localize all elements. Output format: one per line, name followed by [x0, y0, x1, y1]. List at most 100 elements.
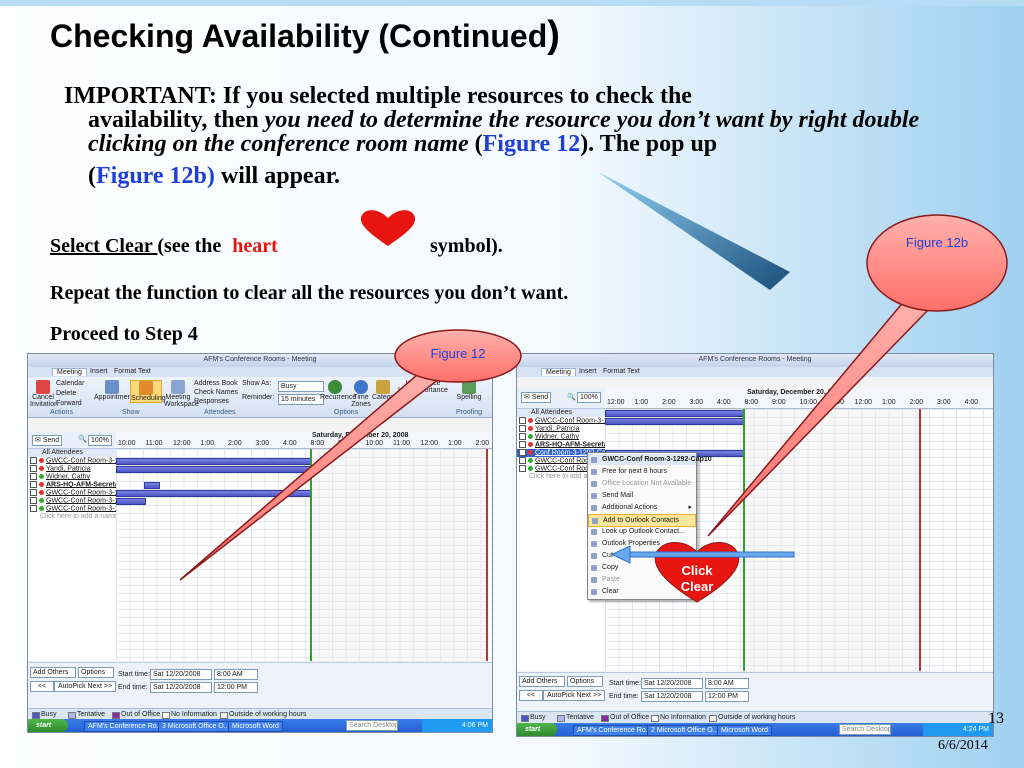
autopick-next-button[interactable]: AutoPick Next >> — [543, 690, 605, 701]
attendee-row[interactable]: Conf Room-3-1292-Cap10 — [517, 449, 618, 457]
forward-button[interactable]: Forward — [56, 400, 82, 407]
attendee-row[interactable]: Click here to add a name — [28, 513, 118, 521]
attendee-checkbox[interactable] — [519, 465, 526, 472]
attendee-row[interactable]: ARS-HQ-AFM-Secreta — [28, 481, 119, 489]
attendee-row[interactable]: Widner, Cathy — [28, 473, 90, 481]
tab-format-text[interactable]: Format Text — [603, 368, 640, 375]
attendee-checkbox[interactable] — [30, 489, 37, 496]
attendee-checkbox[interactable] — [30, 497, 37, 504]
end-date-field[interactable]: Sat 12/20/2008 — [641, 691, 703, 702]
add-others-button[interactable]: Add Others — [519, 676, 565, 687]
delete-button[interactable]: Delete — [56, 390, 77, 397]
send-button[interactable]: ✉ Send — [32, 435, 63, 446]
figure12b-link[interactable]: Figure 12b) — [96, 163, 215, 189]
attendee-checkbox[interactable] — [519, 441, 526, 448]
attendee-row[interactable]: GWCC-Conf Room-3- — [517, 457, 603, 465]
zoom-select[interactable]: 100% — [577, 392, 601, 403]
attendee-row[interactable]: GWCC-Conf Room-3-1292-Ca — [517, 417, 630, 425]
address-book-button[interactable]: Address Book — [194, 380, 238, 387]
start-button[interactable]: start — [517, 723, 557, 736]
attendee-checkbox[interactable] — [30, 505, 37, 512]
attendee-row[interactable]: Click here to add a — [517, 473, 587, 481]
meeting-workspace-button[interactable]: Meeting Workspace — [164, 380, 199, 408]
attendee-row[interactable]: Yandi, Patricia — [517, 425, 580, 433]
tab-insert[interactable]: Insert — [579, 368, 597, 375]
context-menu-item[interactable]: Clear — [588, 586, 696, 597]
recurrence-button[interactable]: Recurrence — [320, 380, 356, 401]
attendee-checkbox[interactable] — [519, 457, 526, 464]
left-window-title: AFM's Conference Rooms - Meeting — [203, 356, 317, 363]
taskbar-item[interactable]: Microsoft Word — [717, 725, 772, 736]
categorize-button[interactable]: Catego — [372, 380, 395, 401]
legend-label: Out of Office — [121, 711, 161, 718]
attendee-name: GWCC-Conf Room-3-1171-Ca — [46, 497, 141, 505]
responses-button[interactable]: Responses — [194, 398, 230, 405]
legend-label: Out of Office — [610, 714, 650, 721]
attendee-row[interactable]: All Attendees — [28, 449, 130, 457]
start-time-label: Start time: — [118, 671, 150, 678]
spelling-button[interactable]: Spelling — [454, 380, 484, 401]
context-menu-item[interactable]: Send Mail — [588, 490, 696, 501]
attendee-row[interactable]: ARS-HQ-AFM-Secreta — [517, 441, 608, 449]
zoom-select[interactable]: 100% — [88, 435, 112, 446]
options-button[interactable]: Options — [567, 676, 603, 687]
start-date-field[interactable]: Sat 12/20/2008 — [150, 669, 212, 680]
options-button[interactable]: Options — [78, 667, 114, 678]
attendee-checkbox[interactable] — [30, 481, 37, 488]
context-menu-item[interactable]: Additional Actions▸ — [588, 502, 696, 513]
start-button[interactable]: start — [28, 719, 68, 732]
tab-format-text[interactable]: Format Text — [114, 368, 151, 375]
context-menu-item[interactable]: Copy — [588, 562, 696, 573]
context-menu-item[interactable]: Free for next 8 hours — [588, 466, 696, 477]
context-menu-item[interactable]: Look up Outlook Contact... — [588, 526, 696, 537]
autopick-prev-button[interactable]: << — [519, 690, 543, 701]
cancel-invitation-button[interactable]: Cancel Invitation — [30, 380, 58, 408]
attendee-row[interactable]: Yandi, Patricia — [28, 465, 91, 473]
search-desktop-field[interactable]: Search Desktop — [346, 720, 399, 731]
attendee-row[interactable]: All Attendees — [517, 409, 619, 417]
attendee-checkbox[interactable] — [30, 473, 37, 480]
scheduling-button[interactable]: Scheduling — [130, 380, 166, 403]
end-date-field[interactable]: Sat 12/20/2008 — [150, 682, 212, 693]
attendee-checkbox[interactable] — [519, 425, 526, 432]
autopick-next-button[interactable]: AutoPick Next >> — [54, 681, 116, 692]
time-zones-button[interactable]: Time Zones — [350, 380, 372, 408]
attendee-row[interactable]: GWCC-Conf Room-3-1292-Ca — [28, 457, 141, 465]
attendee-row[interactable]: GWCC-Conf Room-3-1171-Ca — [28, 497, 141, 505]
attendee-checkbox[interactable] — [30, 465, 37, 472]
calendar-button[interactable]: Calendar — [56, 380, 85, 387]
start-clock-field[interactable]: 8:00 AM — [214, 669, 258, 680]
show-as-select[interactable]: Busy — [278, 381, 324, 392]
attendee-checkbox[interactable] — [519, 417, 526, 424]
legend-swatch — [220, 712, 228, 719]
attendee-checkbox[interactable] — [30, 457, 37, 464]
search-desktop-field[interactable]: Search Desktop — [839, 724, 892, 735]
attendee-row[interactable]: Widner, Cathy — [517, 433, 579, 441]
attendee-row[interactable]: GWCC-Conf Room-3-1292-Ca — [28, 489, 141, 497]
start-clock-field[interactable]: 8:00 AM — [705, 678, 749, 689]
end-clock-field[interactable]: 12:00 PM — [214, 682, 258, 693]
time-header-cell: 12:00 — [854, 399, 873, 406]
reminder-select[interactable]: 15 minutes — [278, 394, 324, 405]
check-names-button[interactable]: Check Names — [194, 389, 238, 396]
start-date-field[interactable]: Sat 12/20/2008 — [641, 678, 703, 689]
attendee-row[interactable]: GWCC-Conf Room-3- — [517, 465, 603, 473]
attendee-row[interactable]: GWCC-Conf Room-3-1255-Ca — [28, 505, 141, 513]
figure12-link[interactable]: Figure 12 — [482, 131, 581, 157]
send-button[interactable]: ✉ Send — [521, 392, 552, 403]
appointment-button[interactable]: Appointment — [94, 380, 133, 401]
taskbar-item[interactable]: Microsoft Word — [228, 721, 283, 732]
tab-insert[interactable]: Insert — [90, 368, 108, 375]
attendee-checkbox[interactable] — [519, 449, 526, 456]
end-clock-field[interactable]: 12:00 PM — [705, 691, 749, 702]
context-menu-item[interactable]: Add to Outlook Contacts — [588, 514, 696, 527]
context-menu-item[interactable]: Outlook Properties — [588, 538, 696, 549]
attendee-checkbox[interactable] — [519, 433, 526, 440]
tab-meeting[interactable]: Meeting — [52, 368, 87, 376]
context-menu-item[interactable]: Cut — [588, 550, 696, 561]
add-others-button[interactable]: Add Others — [30, 667, 76, 678]
autopick-prev-button[interactable]: << — [30, 681, 54, 692]
tab-meeting[interactable]: Meeting — [541, 368, 576, 376]
appointment-icon — [105, 380, 119, 394]
